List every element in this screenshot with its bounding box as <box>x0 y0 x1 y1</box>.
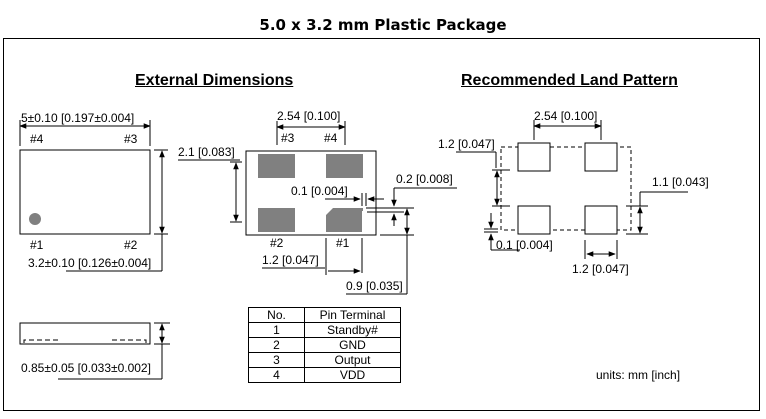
package-outline <box>19 149 151 235</box>
land-pattern-heading: Recommended Land Pattern <box>461 72 678 89</box>
drawing-frame <box>3 38 760 411</box>
units-note: units: mm [inch] <box>596 368 681 382</box>
land-outline-dashed <box>500 146 632 231</box>
pad-4 <box>326 154 363 178</box>
top-pin-1: #1 <box>30 238 44 252</box>
external-dimensions-heading: External Dimensions <box>135 72 294 89</box>
pin-terminal-table: No. Pin Terminal 1 Standby# 2 GND 3 Outp… <box>248 307 401 383</box>
table-row: 4 VDD <box>248 367 401 383</box>
bottom-pin-1: #1 <box>336 236 350 250</box>
top-pin-3: #3 <box>124 132 138 146</box>
package-title: 5.0 x 3.2 mm Plastic Package <box>259 16 507 34</box>
land-offset-label: 0.1 [0.004] <box>496 238 553 252</box>
top-view: 5±0.10 [0.197±0.004] #4 #3 #1 #2 3.2±0.1… <box>19 111 168 272</box>
header-pin-terminal: Pin Terminal <box>304 307 401 323</box>
pin-number: 3 <box>248 352 305 368</box>
pad-2 <box>258 208 295 232</box>
top-pin-4: #4 <box>30 132 44 146</box>
table-row: 1 Standby# <box>248 322 401 338</box>
pin-function: Standby# <box>304 322 401 338</box>
land-vspan-label: 1.2 [0.047] <box>438 137 495 151</box>
pin-function: VDD <box>304 367 401 383</box>
pin-function: Output <box>304 352 401 368</box>
table-row: 2 GND <box>248 337 401 353</box>
pad-width-label: 1.2 [0.047] <box>262 253 319 267</box>
pin-number: 1 <box>248 322 305 338</box>
pad-1-chamfered <box>326 208 363 232</box>
bottom-pin-2: #2 <box>270 236 284 250</box>
land-pitch-label: 2.54 [0.100] <box>534 109 597 123</box>
bottom-view: 2.54 [0.100] #3 #4 2.1 [0.083] 0.1 [0.00… <box>178 109 457 295</box>
pad-pitch-label: 2.54 [0.100] <box>277 109 340 123</box>
table-header-row: No. Pin Terminal <box>248 307 401 323</box>
land-pad-2 <box>517 205 551 235</box>
chamfer-label: 0.2 [0.008] <box>396 172 453 186</box>
land-pad-height-label: 1.1 [0.043] <box>652 175 709 189</box>
thickness-label: 0.85±0.05 [0.033±0.002] <box>21 361 151 375</box>
pin-function: GND <box>304 337 401 353</box>
pad-span-label: 2.1 [0.083] <box>178 145 235 159</box>
side-view: 0.85±0.05 [0.033±0.002] <box>19 322 170 380</box>
pin1-marker-dot <box>29 213 41 225</box>
land-pad-4 <box>584 142 618 172</box>
top-width-label: 5±0.10 [0.197±0.004] <box>21 111 134 125</box>
bottom-pin-3: #3 <box>281 131 295 145</box>
top-pin-2: #2 <box>124 238 138 252</box>
header-no: No. <box>248 307 305 323</box>
pad-height-label: 0.9 [0.035] <box>346 279 403 293</box>
gap-label: 0.1 [0.004] <box>291 184 348 198</box>
top-height-label: 3.2±0.10 [0.126±0.004] <box>28 256 151 270</box>
land-pad-width-label: 1.2 [0.047] <box>572 262 629 276</box>
pin-number: 2 <box>248 337 305 353</box>
table-row: 3 Output <box>248 352 401 368</box>
pin-number: 4 <box>248 367 305 383</box>
bottom-pin-4: #4 <box>324 131 338 145</box>
land-pad-1 <box>584 205 618 235</box>
side-outline <box>19 322 151 345</box>
pad-3 <box>258 154 295 178</box>
land-pad-3 <box>517 142 551 172</box>
land-pattern: 2.54 [0.100] 1.2 [0.047] 0.1 [0.004] 1.1… <box>438 109 709 276</box>
